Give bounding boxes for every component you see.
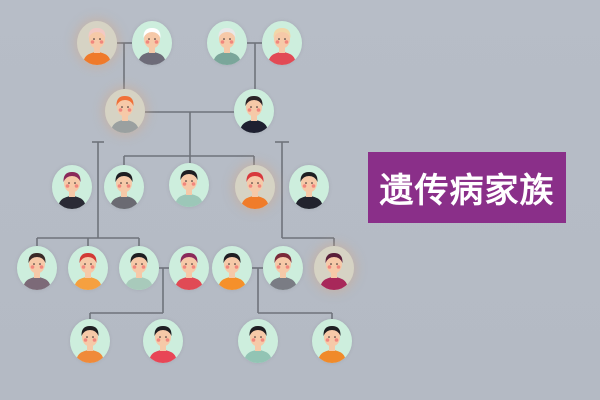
person-node-man-dark-sweater (289, 165, 329, 209)
person-avatar-icon (175, 253, 203, 290)
person-avatar-icon (320, 253, 348, 290)
person-avatar-icon (23, 253, 51, 290)
person-avatar-icon (76, 326, 104, 363)
person-node-woman-curly (52, 165, 92, 209)
person-avatar-icon (241, 172, 269, 209)
person-node-grandmother-glasses (77, 21, 117, 65)
person-node-girl-buns (312, 319, 352, 363)
person-avatar-icon (213, 28, 241, 65)
person-avatar-icon (74, 253, 102, 290)
person-avatar-icon (83, 28, 111, 65)
person-node-woman-bun (314, 246, 354, 290)
person-node-mother-hat (105, 89, 145, 133)
person-node-bob-hair (68, 246, 108, 290)
person-avatar-icon (268, 28, 296, 65)
person-node-girl-pigtails (70, 319, 110, 363)
person-node-grandfather-beard (132, 21, 172, 65)
person-node-grandfather-vest (207, 21, 247, 65)
person-node-man-glasses (169, 163, 209, 207)
person-node-man-gray-shirt (104, 165, 144, 209)
person-node-father-mustache (234, 89, 274, 133)
person-node-woman-red-hair (235, 165, 275, 209)
person-avatar-icon (149, 326, 177, 363)
person-node-woman-pink (169, 246, 209, 290)
title-text: 遗传病家族 (379, 171, 555, 211)
person-node-boy-red (143, 319, 183, 363)
person-avatar-icon (295, 172, 323, 209)
person-avatar-icon (218, 253, 246, 290)
person-node-man-beard-glasses (263, 246, 303, 290)
person-avatar-icon (269, 253, 297, 290)
person-node-man-teal (119, 246, 159, 290)
person-avatar-icon (58, 172, 86, 209)
person-avatar-icon (110, 172, 138, 209)
person-node-boy-teal (238, 319, 278, 363)
person-avatar-icon (175, 170, 203, 207)
person-avatar-icon (138, 28, 166, 65)
person-avatar-icon (240, 96, 268, 133)
person-node-woman-long-black (212, 246, 252, 290)
person-node-grandmother-bun (262, 21, 302, 65)
title-banner: 遗传病家族 (368, 152, 566, 223)
person-avatar-icon (111, 96, 139, 133)
person-avatar-icon (244, 326, 272, 363)
person-avatar-icon (318, 326, 346, 363)
person-avatar-icon (125, 253, 153, 290)
person-node-headphones (17, 246, 57, 290)
